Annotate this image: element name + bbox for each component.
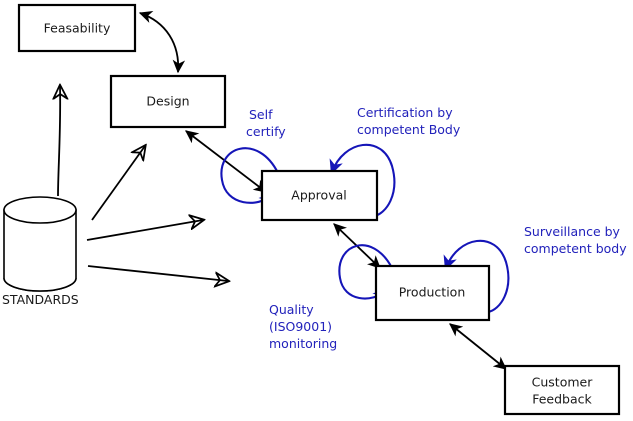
loop-surveillance-competent-body [443, 239, 510, 314]
annotation-surveillance-line2: competent body [524, 241, 627, 256]
edge-feasability-design [138, 11, 186, 74]
edge-production-customer-feedback [449, 323, 507, 370]
annotation-quality-line1: Quality [269, 302, 314, 317]
edge-standards-to-production [87, 265, 228, 281]
node-design-label: Design [146, 94, 189, 109]
annotation-certification-competent-body: Certification by competent Body [357, 105, 461, 137]
loop-self-certify [220, 147, 279, 209]
annotation-certification-line2: competent Body [357, 122, 461, 137]
annotation-quality-line3: monitoring [269, 336, 337, 351]
annotation-certification-line1: Certification by [357, 105, 453, 120]
annotation-quality-line2: (ISO9001) [269, 319, 332, 334]
annotation-surveillance-competent-body: Surveillance by competent body [524, 224, 627, 256]
annotation-self-certify: Self certify [246, 107, 286, 139]
node-customer-feedback-label-line2: Feedback [532, 392, 592, 407]
node-customer-feedback[interactable]: Customer Feedback [503, 364, 621, 416]
edge-standards-to-design [91, 146, 145, 221]
node-approval[interactable]: Approval [260, 169, 379, 222]
annotation-self-certify-line1: Self [249, 107, 273, 122]
annotation-self-certify-line2: certify [246, 124, 286, 139]
edge-standards-to-approval [86, 220, 203, 241]
annotation-quality-monitoring: Quality (ISO9001) monitoring [269, 302, 337, 351]
node-design[interactable]: Design [109, 74, 227, 129]
node-production[interactable]: Production [374, 264, 491, 322]
edge-design-approval [185, 130, 267, 193]
node-customer-feedback-label-line1: Customer [532, 375, 594, 390]
node-standards[interactable]: STANDARDS [2, 196, 79, 307]
loop-certification-competent-body [329, 143, 396, 218]
node-feasability[interactable]: Feasability [17, 3, 137, 53]
node-standards-label: STANDARDS [2, 292, 79, 307]
loop-quality-monitoring [338, 244, 393, 305]
annotation-surveillance-line1: Surveillance by [524, 224, 621, 239]
node-approval-label: Approval [291, 188, 346, 203]
node-production-label: Production [399, 285, 466, 300]
node-feasability-label: Feasability [44, 21, 111, 36]
edge-standards-to-feasability [58, 86, 60, 197]
